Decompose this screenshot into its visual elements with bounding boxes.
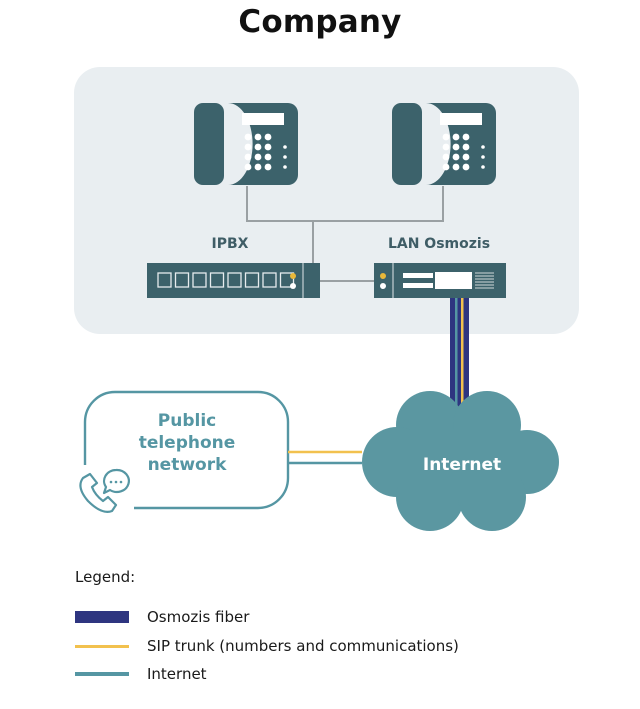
legend-item-internet: Internet (75, 664, 207, 684)
internet-cloud (362, 391, 559, 531)
legend-item-sip: SIP trunk (numbers and communications) (75, 636, 459, 656)
desk-phone-icon (392, 103, 496, 185)
pstn-label-line-2: telephone (139, 433, 236, 453)
ipbx-port (157, 272, 172, 288)
desk-phone-icon (194, 103, 298, 185)
status-led-icon (380, 273, 386, 279)
diagram-title: Company (238, 4, 402, 40)
legend-swatch-internet (75, 672, 129, 676)
lan-wires (246, 186, 444, 282)
status-led-icon (290, 283, 296, 289)
ipbx-port (209, 272, 225, 288)
ipbx-port (244, 272, 260, 288)
legend-title: Legend: (75, 568, 136, 586)
lan-osmozis-device (374, 263, 506, 298)
fiber-bundle (450, 298, 469, 410)
ipbx-device (147, 263, 320, 298)
legend-label: Osmozis fiber (147, 608, 250, 626)
legend-swatch-fiber (75, 611, 129, 623)
ipbx-port (192, 272, 207, 288)
ipbx-port (174, 272, 190, 288)
phone-call-icon (79, 468, 130, 513)
ipbx-ports (157, 272, 295, 288)
pstn-label-line-3: network (148, 455, 228, 475)
legend-item-fiber: Osmozis fiber (75, 607, 249, 627)
chat-dots-icon (109, 480, 123, 484)
status-led-icon (380, 283, 386, 289)
legend-swatch-sip (75, 644, 129, 648)
ipbx-port (227, 272, 242, 288)
pstn-label-line-1: Public (158, 411, 216, 431)
legend-label: Internet (147, 665, 207, 683)
ipbx-port (279, 272, 295, 288)
internet-label: Internet (423, 455, 501, 475)
ipbx-port (262, 272, 277, 288)
public-telephone-network: Public telephone network (83, 390, 290, 510)
pstn-internet-links (288, 450, 362, 465)
legend-label: SIP trunk (numbers and communications) (147, 637, 459, 655)
status-led-icon (290, 273, 296, 279)
lan-osmozis-label: LAN Osmozis (388, 236, 490, 252)
ipbx-label: IPBX (212, 236, 249, 252)
